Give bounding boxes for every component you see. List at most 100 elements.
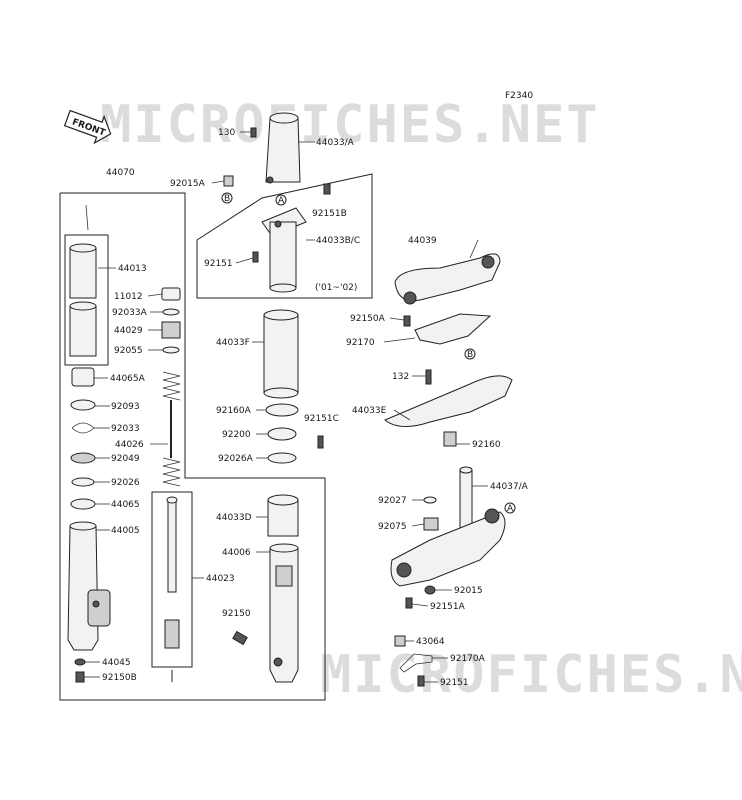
washer-92026a-part	[267, 452, 297, 464]
label-92151a: 92151A	[430, 602, 466, 612]
watermark-top: MICROFICHES.NET	[100, 95, 600, 155]
figure-code: F2340	[505, 91, 533, 101]
label-44070: 44070	[106, 168, 135, 178]
label-44029: 44029	[114, 326, 143, 336]
label-92200: 92200	[222, 430, 251, 440]
bracket-92170-part	[414, 313, 492, 345]
label-44013: 44013	[118, 264, 147, 274]
label-92160a: 92160A	[216, 406, 252, 416]
label-92093: 92093	[111, 402, 140, 412]
label-92160: 92160	[472, 440, 501, 450]
bolt-92150a-part	[403, 315, 411, 327]
bolt-92015a-part	[223, 175, 234, 187]
label-year-note: ('01~'02)	[315, 283, 357, 293]
bolt-130-part	[250, 127, 257, 138]
cap-92015-part	[424, 585, 436, 595]
label-44033d: 44033D	[216, 513, 252, 523]
leader-lines	[84, 131, 488, 683]
label-92015: 92015	[454, 586, 483, 596]
inner-tube-sub-box	[64, 234, 109, 366]
cover-44033f-part	[263, 309, 299, 399]
label-132: 132	[392, 372, 409, 382]
cap-11012-part	[161, 287, 181, 301]
seal-92049-part	[70, 452, 96, 464]
marker-a-right: A	[504, 502, 516, 514]
label-92151-top: 92151	[204, 259, 233, 269]
label-92055: 92055	[114, 346, 143, 356]
label-44033f: 44033F	[216, 338, 250, 348]
bolt-92151-bottom-part	[417, 675, 425, 687]
damper-rod-sub-box	[151, 491, 193, 668]
label-92150b: 92150B	[102, 673, 137, 683]
washer-92027-part	[423, 496, 437, 504]
bolt-92150-part	[232, 630, 248, 646]
slide-bushing-part	[71, 367, 95, 387]
svg-text:A: A	[278, 196, 285, 206]
marker-b-top: B	[221, 192, 233, 204]
label-44045: 44045	[102, 658, 131, 668]
bolt-92151b-part	[323, 183, 331, 195]
headlight-bracket-44033e-part	[384, 375, 513, 447]
seal-92075-part	[423, 517, 439, 531]
outer-tube-44006-part	[269, 543, 299, 683]
label-92049: 92049	[111, 454, 140, 464]
bushing-44065-part	[70, 498, 96, 510]
label-44065a: 44065A	[110, 374, 146, 384]
label-11012: 11012	[114, 292, 143, 302]
label-44039: 44039	[408, 236, 437, 246]
marker-b-right: B	[464, 348, 476, 360]
fork-spring-part	[162, 371, 181, 487]
svg-text:B: B	[224, 194, 230, 204]
watermark-bottom: MICROFICHES.NET	[320, 645, 742, 705]
bolt-92150b-part	[75, 671, 85, 683]
top-cover-part	[265, 112, 301, 184]
label-92033: 92033	[111, 424, 140, 434]
label-92170: 92170	[346, 338, 375, 348]
label-44026: 44026	[115, 440, 144, 450]
svg-text:A: A	[507, 504, 514, 514]
label-92170a: 92170A	[450, 654, 486, 664]
label-92033a: 92033A	[112, 308, 148, 318]
seal-92093-part	[70, 399, 96, 411]
marker-a-top: A	[275, 194, 287, 206]
label-92151b: 92151B	[312, 209, 347, 219]
bolt-92151-top-part	[252, 251, 259, 263]
bolt-132-part	[425, 369, 432, 385]
label-92075: 92075	[378, 522, 407, 532]
label-44006: 44006	[222, 548, 251, 558]
bolt-92151a-part	[405, 597, 413, 609]
label-44033bc: 44033B/C	[316, 236, 360, 246]
oring-92055-part	[162, 346, 180, 354]
label-92151c: 92151C	[304, 414, 339, 424]
label-43064: 43064	[416, 637, 445, 647]
label-44037a: 44037/A	[490, 482, 529, 492]
cover-44033d-part	[267, 494, 299, 537]
grommet-92200-part	[267, 427, 297, 441]
label-92026: 92026	[111, 478, 140, 488]
label-92026a: 92026A	[218, 454, 254, 464]
label-130: 130	[218, 128, 235, 138]
label-44033a: 44033/A	[316, 138, 355, 148]
label-44023: 44023	[206, 574, 235, 584]
inner-tube-part	[69, 243, 97, 357]
label-92027: 92027	[378, 496, 407, 506]
cover-variant-box	[196, 173, 373, 299]
clip-92033-part	[71, 422, 95, 434]
washer-44045-part	[74, 658, 86, 666]
plug-44029-part	[161, 321, 181, 339]
outer-tube-44005-part	[67, 521, 111, 651]
bracket-92170a-part	[399, 653, 433, 673]
oring-92033a-part	[162, 308, 180, 316]
nut-43064-part	[394, 635, 406, 647]
washer-92026-part	[71, 477, 95, 487]
svg-text:B: B	[467, 350, 473, 360]
damper-rod-part	[164, 496, 180, 682]
fork-inner-group-box	[59, 192, 326, 701]
label-92151-bottom: 92151	[440, 678, 469, 688]
label-44065: 44065	[111, 500, 140, 510]
steering-stem-44037a-part	[390, 466, 506, 587]
label-92150a: 92150A	[350, 314, 386, 324]
cover-bc-part	[261, 207, 307, 293]
label-44033e: 44033E	[352, 406, 387, 416]
